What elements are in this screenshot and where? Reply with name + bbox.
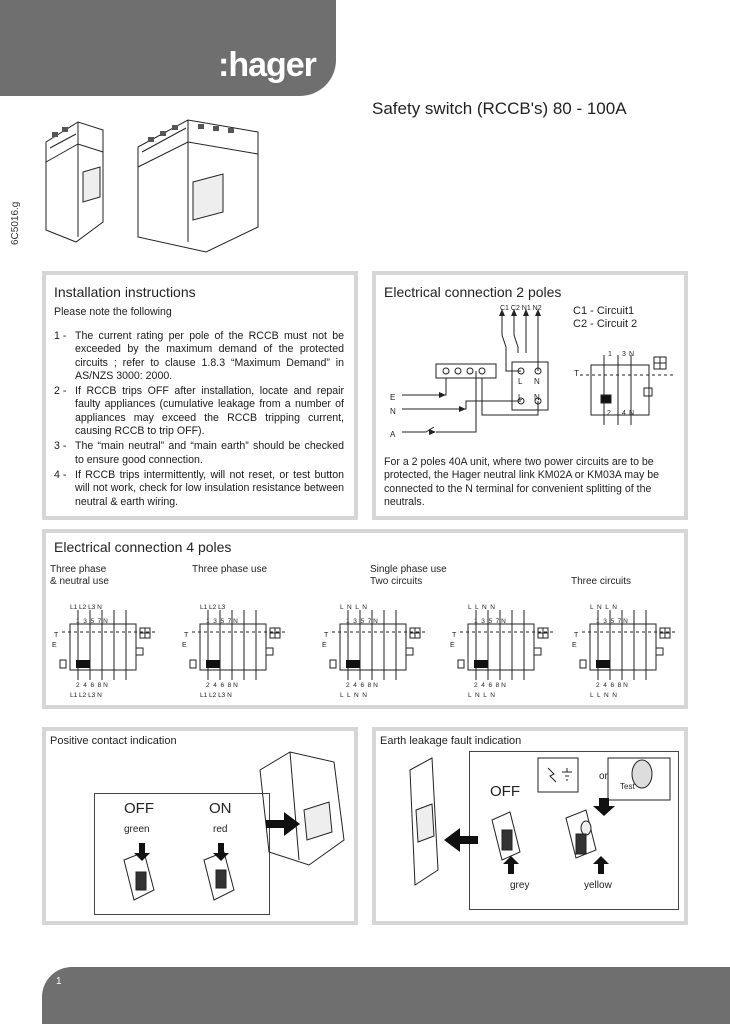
installation-intro: Please note the following: [54, 306, 172, 318]
positive-indicator-box: [94, 793, 270, 915]
diagram-e-label: E: [450, 642, 455, 649]
off-label: OFF: [124, 800, 154, 817]
installation-title: Installation instructions: [54, 284, 196, 300]
diagram-bottom-pins: 2 4 6 8 N: [206, 682, 238, 689]
green-label: green: [124, 824, 150, 835]
label-n: N: [390, 407, 396, 416]
diagram-wiring: [59, 610, 158, 680]
diagram-top-labels: L N L N: [590, 604, 617, 611]
diagram-bottom-pins: 2 4 6 8 N: [76, 682, 108, 689]
grey-label: grey: [510, 880, 530, 891]
connection-2-poles-title: Electrical connection 2 poles: [384, 284, 562, 300]
installation-panel: Installation instructions Please note th…: [42, 271, 358, 520]
document-code: 6C5016.g: [10, 201, 21, 245]
red-label: red: [213, 824, 228, 835]
diagram-bottom-labels: L L N N: [590, 692, 617, 699]
on-label: ON: [209, 800, 232, 817]
diagram-bottom-pins: 2 4 6 8 N: [596, 682, 628, 689]
page-title: Safety switch (RCCB's) 80 - 100A: [372, 99, 627, 118]
diagram-e-label: E: [52, 642, 57, 649]
diagram-bottom-labels: L1 L2 L3 N: [70, 692, 102, 699]
positive-contact-illustration: [123, 751, 345, 901]
diagram-top-labels: L1 L2 L3 N: [70, 604, 102, 611]
connection-2-poles-note: For a 2 poles 40A unit, where two power …: [384, 456, 659, 508]
yellow-label: yellow: [584, 880, 612, 891]
diagram-bottom-pins: 2 4 6 8 N: [474, 682, 506, 689]
diagram-e-label: E: [572, 642, 577, 649]
positive-contact-title: Positive contact indication: [50, 735, 177, 747]
diagram-t-label: T: [574, 632, 579, 639]
diagram-e-label: E: [182, 642, 187, 649]
diagram-wiring: [579, 610, 678, 680]
pin-3: 3: [622, 351, 626, 358]
list-item: 1 -The current rating per pole of the RC…: [54, 330, 344, 382]
installation-list: 1 -The current rating per pole of the RC…: [54, 330, 344, 511]
label-single-phase: Single phase use Two circuits: [370, 564, 447, 587]
rccb-product-illustration: [45, 119, 259, 253]
diagram-t-label: T: [184, 632, 189, 639]
legend-circuit-1: C1 - Circuit1: [573, 305, 635, 317]
terminal-l-top: L: [518, 377, 523, 386]
diagram-wiring: [457, 610, 556, 680]
diagram-bottom-labels: L N L N: [468, 692, 495, 699]
connection-4-poles-title: Electrical connection 4 poles: [54, 539, 232, 555]
diagram-top-labels: L L N N: [468, 604, 495, 611]
pin-n-top: N: [629, 351, 635, 358]
hager-logo: :hager: [218, 46, 317, 84]
legend-circuit-2: C2 - Circuit 2: [573, 318, 638, 330]
footer-band: [42, 967, 730, 1024]
terminal-n-bottom: N: [534, 393, 540, 402]
header-band: [0, 0, 336, 96]
list-item: 4 -If RCCB trips intermittently, will no…: [54, 468, 344, 508]
earth-leakage-illustration: [409, 757, 671, 886]
list-item: 2 -If RCCB trips OFF after installation,…: [54, 385, 344, 438]
label-a: A: [390, 430, 396, 439]
connection-2-poles-panel: Electrical connection 2 poles C1 C2 N1 N…: [372, 271, 688, 520]
label-e: E: [390, 393, 396, 402]
label-three-phase: Three phase use: [192, 564, 268, 575]
diagram-wiring: [329, 610, 428, 680]
test-label: Test: [620, 782, 635, 791]
diagram-top-labels: L1 L2 L3: [200, 604, 226, 611]
diagram-bottom-labels: L L N N: [340, 692, 367, 699]
label-three-phase-neutral: Three phase & neutral use: [50, 564, 109, 587]
diagram-top-labels: L N L N: [340, 604, 367, 611]
diagram-e-label: E: [322, 642, 327, 649]
terminal-l-bottom: L: [518, 393, 523, 402]
pin-1: 1: [608, 351, 612, 358]
page-number: 1: [56, 976, 62, 987]
label-t: T: [574, 369, 579, 378]
diagram-t-label: T: [452, 632, 457, 639]
pin-n-bottom: N: [629, 410, 635, 417]
diagram-bottom-labels: L1 L2 L3 N: [200, 692, 232, 699]
wiring-diagram-2-poles: [402, 309, 676, 435]
connection-4-poles-panel: Electrical connection 4 poles: [42, 529, 688, 709]
diagram-t-label: T: [324, 632, 329, 639]
earth-off-label: OFF: [490, 783, 520, 800]
terminal-n-top: N: [534, 377, 540, 386]
or-label: or: [599, 771, 608, 782]
diagram-wiring: [189, 610, 288, 680]
diagram-t-label: T: [54, 632, 59, 639]
list-item: 3 -The “main neutral” and “main earth” s…: [54, 440, 344, 466]
label-three-circuits: Three circuits: [571, 576, 632, 587]
circuit-top-labels: C1 C2 N1 N2: [500, 305, 542, 312]
diagram-bottom-pins: 2 4 6 8 N: [346, 682, 378, 689]
pin-4: 4: [622, 410, 626, 417]
earth-leakage-title: Earth leakage fault indication: [380, 735, 522, 747]
pin-2: 2: [607, 410, 611, 417]
